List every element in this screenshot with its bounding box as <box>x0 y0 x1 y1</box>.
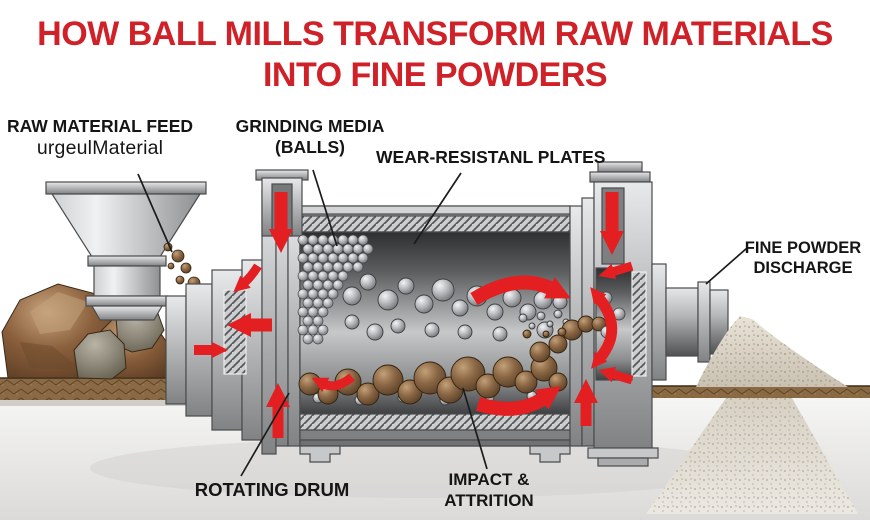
leader-fine-powder <box>705 247 748 285</box>
label-grinding-media-line1: GRINDING MEDIA <box>235 116 385 136</box>
leader-lines <box>137 169 748 477</box>
label-impact-line2: ATTRITION <box>444 490 534 510</box>
label-raw-material-feed-line1: RAW MATERIAL FEED <box>6 116 193 136</box>
label-rotating-drum: ROTATING DRUM <box>182 479 362 502</box>
page-title-line1: HOW BALL MILLS TRANSFORM RAW MATERIALS <box>37 15 833 53</box>
wear-plate-liner-end <box>631 271 647 377</box>
leader-impact <box>462 387 488 470</box>
leader-rotating-drum <box>240 392 290 477</box>
label-fine-powder-discharge: FINE POWDER DISCHARGE <box>740 238 866 278</box>
arrow-rotation <box>590 287 618 369</box>
label-fine-powder-line2: DISCHARGE <box>753 259 853 278</box>
housing-foot <box>587 447 659 459</box>
label-raw-material-feed: RAW MATERIAL FEED urgeulMaterial <box>2 116 198 161</box>
grinding-balls-heap <box>297 234 374 345</box>
label-impact-attrition: IMPACT & ATTRITION <box>428 470 550 511</box>
drum-foot-left <box>299 445 341 463</box>
label-wear-plates: WEAR-RESISTANL PLATES <box>376 147 606 168</box>
label-raw-material-feed-line2: urgeulMaterial <box>36 137 164 160</box>
label-wear-plates-line1: WEAR-RESISTANL PLATES <box>376 147 606 167</box>
leader-wear-plates <box>413 172 462 245</box>
discharge-pipe <box>651 263 729 381</box>
arrow-tumble-top <box>470 275 571 306</box>
arrow-inlet-bend <box>233 263 262 293</box>
flow-arrows <box>194 192 634 438</box>
ground-left <box>0 377 192 406</box>
label-rotating-drum-line1: ROTATING DRUM <box>194 479 350 500</box>
label-grinding-media-line2: (BALLS) <box>275 137 345 158</box>
arrow-right-in-top <box>598 261 634 280</box>
drum-foot-right <box>529 445 571 463</box>
grinding-balls-cascade <box>312 273 570 406</box>
powder-spill <box>646 398 858 514</box>
powder-pile <box>696 316 848 387</box>
label-grinding-media: GRINDING MEDIA (BALLS) <box>228 116 392 159</box>
label-impact-line1: IMPACT & <box>448 470 530 489</box>
arrow-tumble-left <box>311 373 355 393</box>
feed-hopper <box>45 181 207 321</box>
wear-plate-liner-top <box>299 215 571 233</box>
leader-grinding-media <box>312 169 338 247</box>
arrow-right-in-bottom <box>598 366 634 385</box>
wear-plate-liner-bottom <box>299 413 571 431</box>
leader-raw-feed <box>137 173 173 253</box>
arrow-tumble-bottom <box>475 386 562 416</box>
page-title-line2: INTO FINE POWDERS <box>262 56 608 94</box>
label-fine-powder-line1: FINE POWDER <box>744 239 862 257</box>
